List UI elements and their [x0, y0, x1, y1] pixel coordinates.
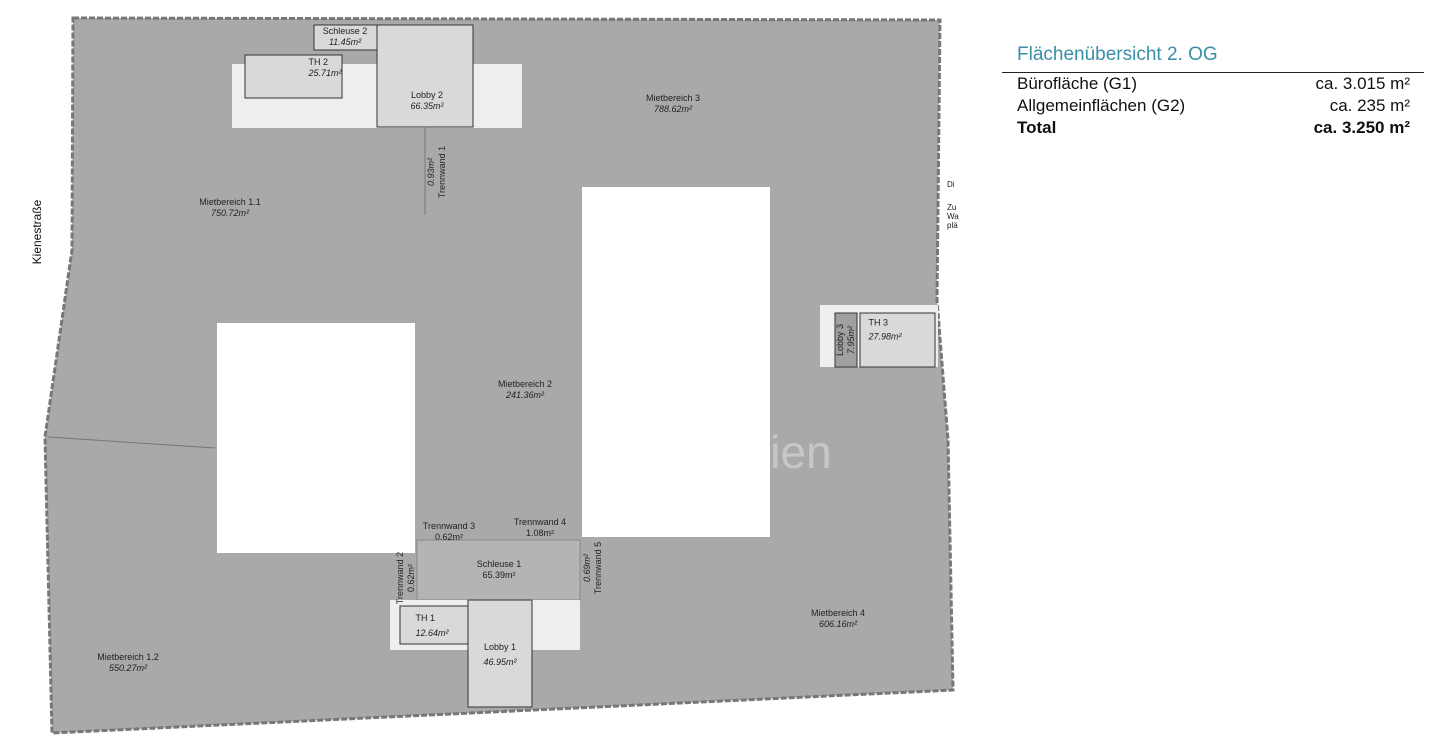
schleuse-1-room [416, 539, 581, 601]
side-text-2: Zu [947, 203, 957, 212]
side-text-3: Wa [947, 212, 959, 221]
row-value: ca. 235 m² [1329, 96, 1410, 115]
street-label: Kienestraße [30, 199, 44, 265]
summary-total-row: Total ca. 3.250 m² [1002, 117, 1424, 139]
row-label: Bürofläche (G1) [1017, 74, 1137, 93]
side-text-4: plä [947, 221, 958, 230]
row-value: ca. 3.015 m² [1315, 74, 1411, 93]
floor-plan [43, 16, 955, 735]
summary-row: Bürofläche (G1) ca. 3.015 m² [1002, 73, 1424, 95]
lobby-2-room [376, 24, 474, 128]
area-summary: Flächenübersicht 2. OG Bürofläche (G1) ca… [1002, 40, 1424, 139]
row-label: Allgemeinflächen (G2) [1017, 96, 1186, 115]
side-text-1: Di [947, 180, 955, 189]
summary-row: Allgemeinflächen (G2) ca. 235 m² [1002, 95, 1424, 117]
lobby-3-room [834, 312, 858, 368]
courtyard-right [582, 187, 770, 537]
th-3-room [859, 312, 936, 368]
row-label: Total [1017, 118, 1057, 137]
summary-title: Flächenübersicht 2. OG [1002, 40, 1424, 73]
watermark: lien [760, 426, 832, 478]
lobby-1-room [467, 599, 533, 708]
th-1-room [399, 605, 469, 645]
th-2-room [244, 54, 343, 99]
courtyard-left [217, 323, 415, 553]
row-value: ca. 3.250 m² [1313, 118, 1410, 137]
boundary-1-1-1-2 [47, 436, 216, 449]
